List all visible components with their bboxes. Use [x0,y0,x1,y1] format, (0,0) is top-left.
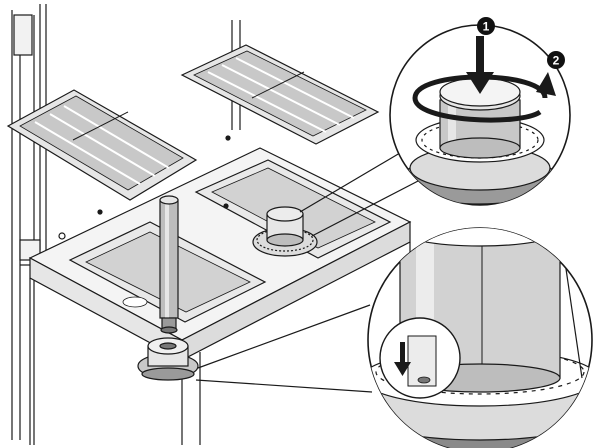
downward-arrow-icon [394,342,411,376]
cabinet-frame [11,4,241,445]
callout-badge-1: 1 [477,17,495,35]
rotate-arrow-icon [412,74,548,123]
drain-strainer [252,206,318,257]
svg-text:2: 2 [553,54,560,68]
press-down-arrow-icon [466,36,494,94]
zoom-circle-top: 1 2 [389,17,571,206]
standpipe [159,195,179,334]
svg-text:1: 1 [483,20,490,34]
zoom-inset [379,317,461,399]
callout-badge-2: 2 [547,51,565,69]
leader-lines [195,149,421,393]
filter-grille-right [180,44,380,145]
zoom-circle-bottom [367,227,593,448]
filter-grille-left [6,89,198,201]
drain-connector [137,337,199,381]
